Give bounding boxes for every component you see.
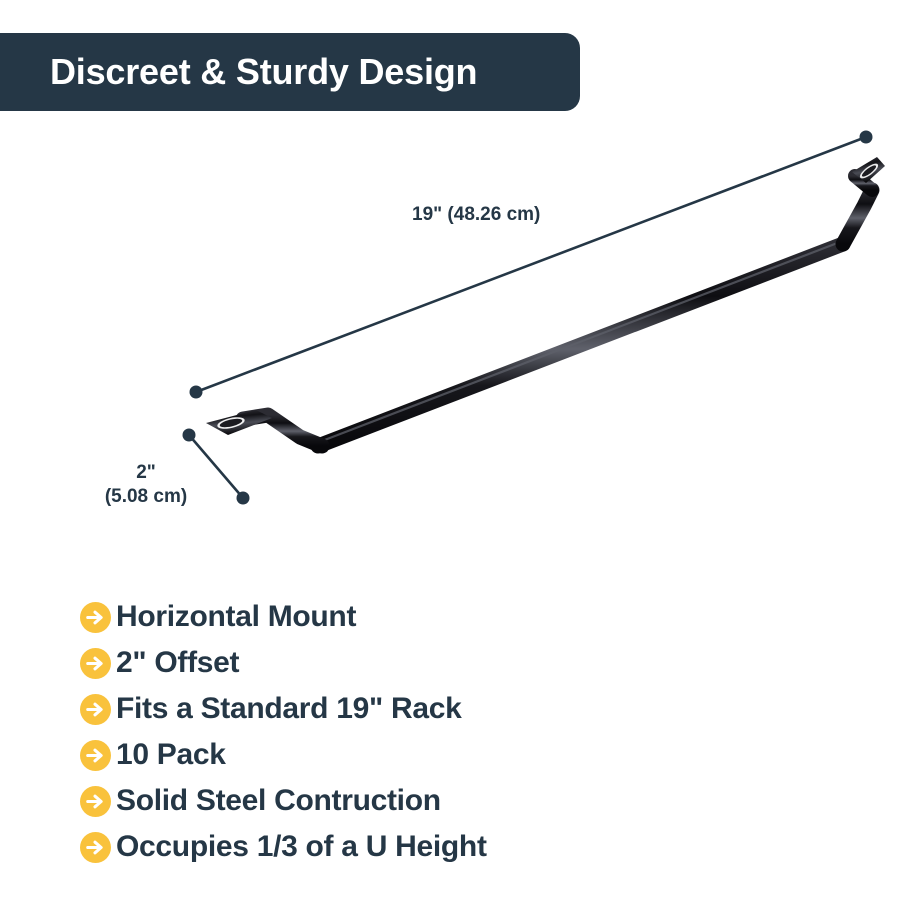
feature-label: Occupies 1/3 of a U Height [116,830,487,863]
feature-item-construction: Solid Steel Contruction [80,778,860,824]
product-diagram [0,110,900,540]
feature-item-pack-quantity: 10 Pack [80,732,860,778]
feature-label: Solid Steel Contruction [116,784,441,817]
offset-endpoint-top [182,428,196,442]
feature-item-horizontal-mount: Horizontal Mount [80,594,860,640]
feature-list: Horizontal Mount 2" Offset Fits a Standa… [80,594,860,870]
arrow-right-circle-icon [80,831,111,863]
arrow-right-circle-icon [80,601,111,633]
dimension-endpoint-left [189,385,203,399]
feature-label: Fits a Standard 19" Rack [116,692,462,725]
page-title: Discreet & Sturdy Design [50,51,478,92]
dimension-line-length [189,130,873,399]
dimension-label-length: 19" (48.26 cm) [412,204,541,225]
feature-item-standard-rack: Fits a Standard 19" Rack [80,686,860,732]
arrow-right-circle-icon [80,739,111,771]
feature-item-u-height: Occupies 1/3 of a U Height [80,824,860,870]
dimension-label-offset-metric: (5.08 cm) [104,486,188,508]
product-rail [206,157,885,454]
offset-endpoint-bottom [236,491,250,505]
dimension-endpoint-right [859,130,873,144]
arrow-right-circle-icon [80,693,111,725]
header-banner: Discreet & Sturdy Design [0,33,580,111]
dimension-line-offset [182,428,250,505]
dimension-label-offset: 2" (5.08 cm) [88,461,204,510]
arrow-right-circle-icon [80,785,111,817]
mounting-eyelet-right [852,157,885,183]
mounting-eyelet-left [206,410,272,435]
feature-item-offset: 2" Offset [80,640,860,686]
feature-label: Horizontal Mount [116,600,357,633]
dimension-label-offset-inches: 2" [136,462,156,483]
feature-label: 10 Pack [116,738,226,771]
feature-label: 2" Offset [116,646,240,679]
arrow-right-circle-icon [80,647,111,679]
